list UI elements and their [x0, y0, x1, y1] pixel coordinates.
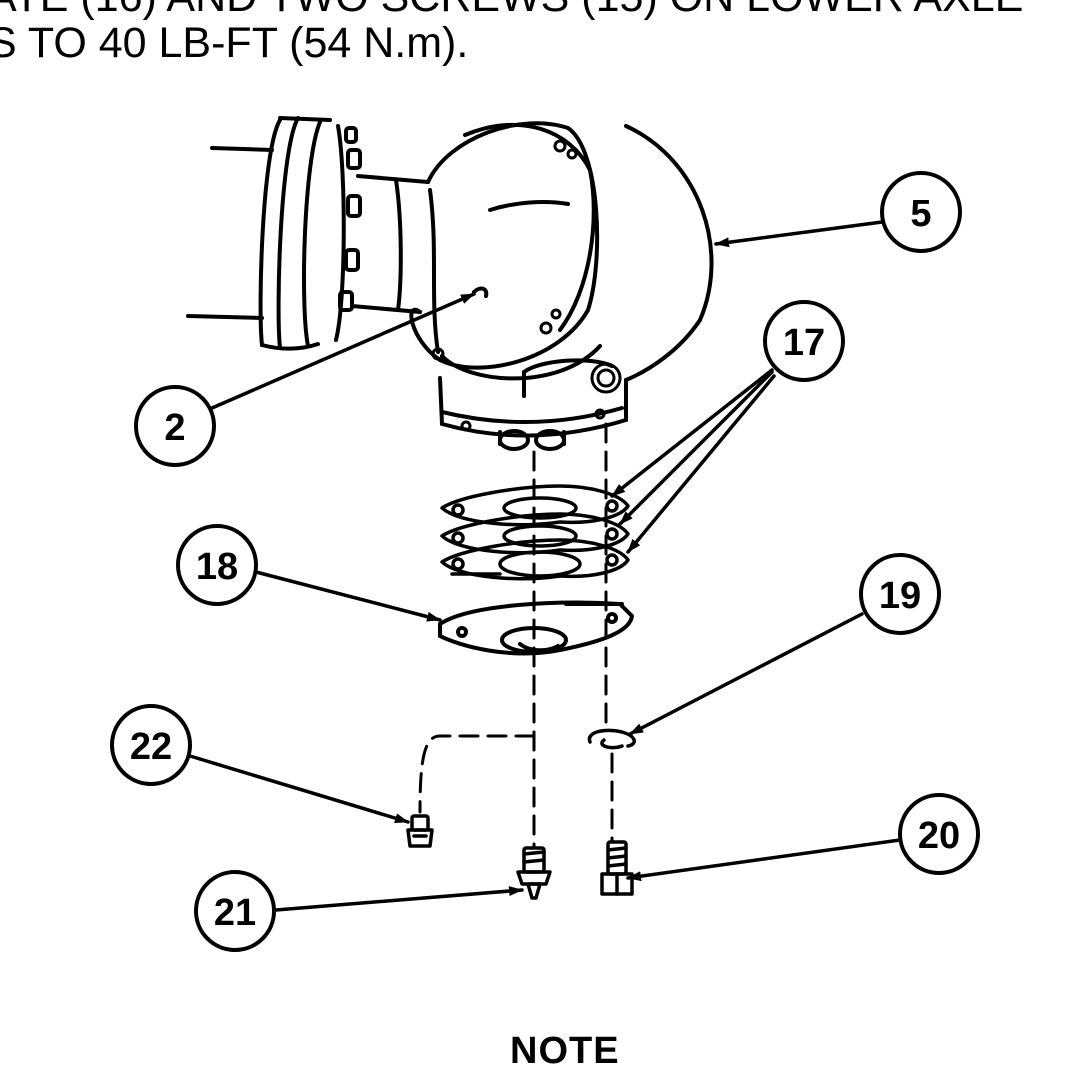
callout-21-label: 21: [214, 892, 256, 934]
instruction-line-1: ATE (16) AND TWO SCREWS (15) ON LOWER AX…: [0, 0, 1023, 19]
lock-washer: [587, 728, 636, 750]
callout-17: 17: [763, 300, 845, 382]
shim-stack: [440, 484, 630, 581]
callout-5: 5: [880, 171, 962, 253]
callout-19-label: 19: [879, 575, 921, 617]
axle-housing: [186, 116, 714, 451]
assembly-centerlines: [418, 422, 614, 848]
callout-22: 22: [110, 704, 192, 786]
leader-lines: [188, 220, 902, 912]
callout-21: 21: [194, 870, 276, 952]
instruction-line-2: S TO 40 LB-FT (54 N.m).: [0, 19, 469, 67]
callout-20-label: 20: [918, 815, 960, 857]
drain-plug: [406, 814, 434, 848]
grease-fitting: [516, 846, 552, 900]
callout-22-label: 22: [130, 726, 172, 768]
callout-5-label: 5: [910, 193, 931, 235]
callout-18: 18: [176, 524, 258, 606]
note-heading: NOTE: [510, 1030, 620, 1072]
callout-19: 19: [859, 553, 941, 635]
callout-2: 2: [134, 385, 216, 467]
callout-18-label: 18: [196, 546, 238, 588]
callout-20: 20: [898, 793, 980, 875]
callout-2-label: 2: [164, 407, 185, 449]
cap-screw: [600, 840, 634, 896]
retainer-plate: [438, 600, 634, 656]
callout-17-label: 17: [783, 322, 825, 364]
